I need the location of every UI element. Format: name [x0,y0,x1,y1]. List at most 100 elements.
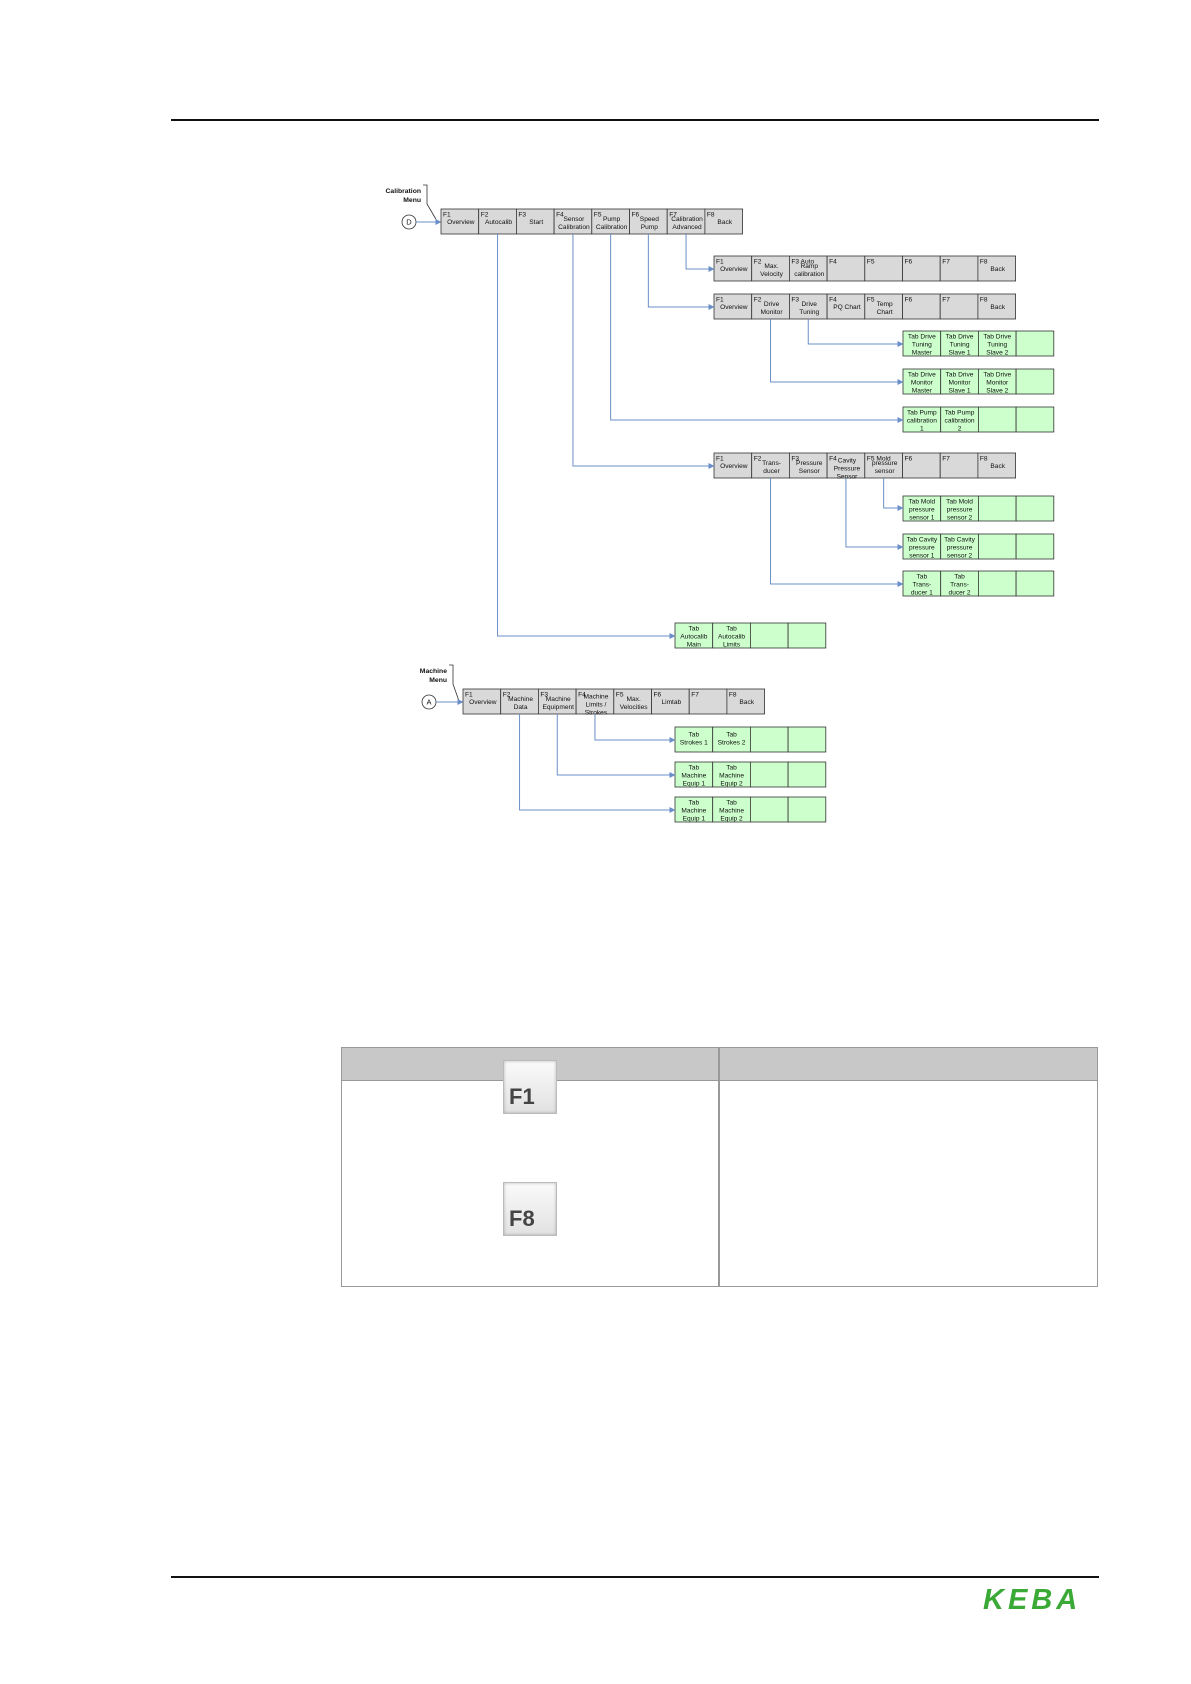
menu-cell-label: Velocity [760,271,783,278]
menu-cell-key: F6 [632,212,640,219]
tab-cell-label: 2 [958,426,962,433]
tab-cell-box [787,796,827,823]
menu-cell-key: F1 [443,212,451,219]
tab-cell-label: Tuning [950,342,970,349]
tab-cell-label: Slave 2 [986,388,1008,395]
menu-cell-label: Sensor [563,216,585,223]
tab-cell-box [712,761,751,788]
tab-cell [787,726,827,753]
tab-cell-label: Tab Mold [946,499,973,506]
menu-cell-key: F1 [716,259,724,266]
menu-cell-key: F4 [829,297,837,304]
tab-cell-label: Trans- [912,582,931,589]
tab-cell-label: Equip 2 [720,781,743,788]
menu-title: Machine [420,668,447,675]
tab-cell-box [1015,495,1055,522]
tab-cell-label: Tab Drive [908,334,936,341]
menu-cell-label: Max. [627,696,641,703]
menu-cell-label: Machine [583,694,608,701]
menu-cell: F6 [902,293,941,320]
header-rule [171,119,1099,121]
menu-cell-key: F5 Mold [867,456,891,463]
tab-cell [978,570,1017,597]
machine-main-row: F1OverviewF2MachineDataF3MachineEquipmen… [462,688,766,717]
tab-cell-box [940,368,979,395]
menu-cell-label: Cavity [838,458,857,465]
tab-cell [787,622,827,649]
menu-cell-box [864,452,903,479]
menu-cell-key: F4 [556,212,564,219]
tab-cell-label: Tab Cavity [906,537,937,544]
menu-cell-key: F6 [905,259,913,266]
keba-logo: KEBA [983,1584,1082,1616]
tab-cell-box [1015,406,1055,433]
menu-cell-label: Back [717,219,732,226]
menu-cell: F5 [864,255,903,282]
menu-cell-label: sensor [875,468,896,475]
key-table-header [342,1048,1097,1081]
tab-cell-box [750,761,789,788]
tab-cell-label: Strokes 1 [680,740,708,747]
menu-title: Menu [403,197,421,204]
menu-tree-diagram: CalibrationMenuDF1OverviewF2AutocalibF3S… [386,184,1055,823]
menu-cell-key: F8 [707,212,715,219]
menu-cell-label: pressure [872,460,898,467]
menu-cell-label: Ramp [800,263,818,270]
tab-cell-label: Tab [954,574,965,581]
tab-cell-label: Tab [726,732,737,739]
menu-cell-key: F1 [716,297,724,304]
menu-cell-label: Advanced [672,224,702,231]
tab-cell [1015,533,1055,560]
tab-cell-label: Limits [723,642,741,649]
tab-cell [787,796,827,823]
tab-cell-label: Autocalib [718,634,745,641]
menu-cell: F6 [902,255,941,282]
menu-cell-key: F2 [754,456,762,463]
tab-cell-label: 1 [920,426,924,433]
menu-cell-box [575,688,615,715]
tab-cell-box [1015,330,1055,357]
menu-cell: F7 [939,255,979,282]
menu-cell-key: F2 [503,692,511,699]
menu-cell-key: F8 [729,692,737,699]
connector-line [845,478,904,550]
connector-line [610,234,904,423]
tab-cell-box [940,406,979,433]
menu-cell-label: Sensor [799,468,821,475]
tab-cell-label: Tab Pump [907,410,937,417]
menu-cell-label: Limits / [586,702,607,709]
menu-cell-box [751,293,790,320]
connector-line [594,714,676,743]
tab-cell-label: sensor 1 [909,553,935,560]
menu-cell-label: Equipment [542,704,574,711]
menu-cell-box [613,688,652,715]
tab-cell-label: Tab Drive [983,334,1011,341]
menu-cell-label: Data [514,704,528,711]
tab-cell [750,622,789,649]
tab-cell-label: Master [912,388,933,395]
tab-cell-label: Tuning [912,342,932,349]
connector-line [807,319,904,347]
menu-cell-label: Limtab [661,699,681,706]
menu-cell-label: Pressure [834,466,861,473]
connector-letter: A [426,698,431,707]
